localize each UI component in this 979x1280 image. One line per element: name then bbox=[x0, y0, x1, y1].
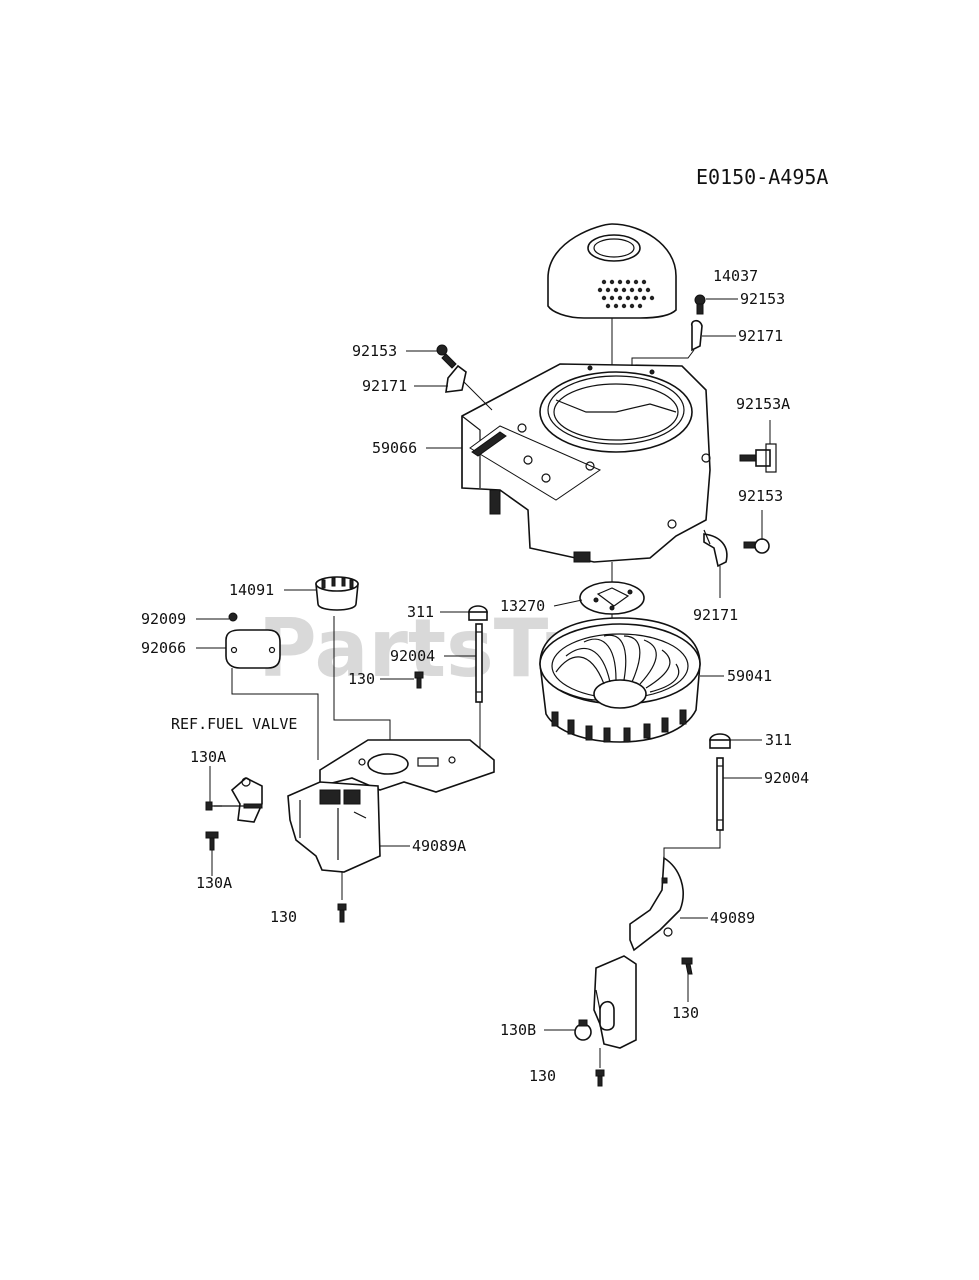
label-130-bottom: 130 bbox=[529, 1067, 556, 1085]
fuel-valve-bracket[interactable] bbox=[214, 777, 263, 823]
bolt-92153-upper-left[interactable] bbox=[436, 344, 457, 369]
plate-92066-part[interactable] bbox=[225, 629, 281, 669]
label-92171-upper-right: 92171 bbox=[738, 327, 783, 345]
label-92066: 92066 bbox=[141, 639, 186, 657]
label-49089A: 49089A bbox=[412, 837, 466, 855]
label-14037: 14037 bbox=[713, 267, 758, 285]
bolt-92153-lower-right[interactable] bbox=[743, 538, 770, 554]
bolt-92153A[interactable] bbox=[739, 443, 777, 473]
label-130-lower-left: 130 bbox=[270, 908, 297, 926]
label-130A-upper: 130A bbox=[190, 748, 226, 766]
reference-note: REF.FUEL VALVE bbox=[171, 715, 297, 733]
bolt-92153-upper-right[interactable] bbox=[694, 294, 706, 315]
plate-13270-part[interactable] bbox=[579, 581, 645, 615]
bolt-130A-upper[interactable] bbox=[205, 801, 222, 811]
bolt-130A-lower[interactable] bbox=[205, 831, 219, 851]
leader-lines bbox=[196, 298, 771, 1031]
label-130B: 130B bbox=[500, 1021, 536, 1039]
label-92171-lower-right: 92171 bbox=[693, 606, 738, 624]
label-92153-upper-left: 92153 bbox=[352, 342, 397, 360]
label-92153-lower-right: 92153 bbox=[738, 487, 783, 505]
bolt-130-right[interactable] bbox=[681, 957, 693, 975]
label-59041: 59041 bbox=[727, 667, 772, 685]
label-130A-lower: 130A bbox=[196, 874, 232, 892]
clamp-92171-upper-left[interactable] bbox=[445, 364, 467, 393]
label-49089: 49089 bbox=[710, 909, 755, 927]
nut-311-right[interactable] bbox=[709, 733, 731, 749]
blower-housing-part[interactable] bbox=[461, 363, 711, 563]
stud-92004-left[interactable] bbox=[475, 623, 483, 703]
label-14091: 14091 bbox=[229, 581, 274, 599]
clamp-92171-upper-right[interactable] bbox=[690, 319, 703, 352]
label-130-right: 130 bbox=[672, 1004, 699, 1022]
label-13270: 13270 bbox=[500, 597, 545, 615]
label-92171-upper-left: 92171 bbox=[362, 377, 407, 395]
label-92009: 92009 bbox=[141, 610, 186, 628]
bolt-130-upper[interactable] bbox=[414, 671, 424, 689]
baffle-49089-part[interactable] bbox=[593, 856, 684, 1049]
label-130-upper: 130 bbox=[348, 670, 375, 688]
label-311-left: 311 bbox=[407, 603, 434, 621]
bolt-130-lower-left[interactable] bbox=[337, 903, 347, 923]
label-92004-left: 92004 bbox=[390, 647, 435, 665]
stud-92004-right[interactable] bbox=[716, 757, 724, 831]
collar-14091-part[interactable] bbox=[315, 576, 359, 611]
grommet-130B[interactable] bbox=[574, 1019, 592, 1041]
nut-311-left[interactable] bbox=[468, 605, 488, 621]
flywheel-fan-part[interactable] bbox=[539, 617, 701, 743]
screen-cover-part[interactable] bbox=[547, 223, 677, 319]
clamp-92171-lower-right[interactable] bbox=[703, 529, 728, 568]
bolt-130-bottom[interactable] bbox=[595, 1069, 605, 1087]
label-92004-right: 92004 bbox=[764, 769, 809, 787]
label-92153A: 92153A bbox=[736, 395, 790, 413]
baffle-49089A-part[interactable] bbox=[287, 739, 495, 873]
label-92153-upper-right: 92153 bbox=[740, 290, 785, 308]
label-311-right: 311 bbox=[765, 731, 792, 749]
label-59066: 59066 bbox=[372, 439, 417, 457]
screw-92009[interactable] bbox=[228, 612, 238, 622]
diagram-code: E0150-A495A bbox=[696, 165, 828, 189]
